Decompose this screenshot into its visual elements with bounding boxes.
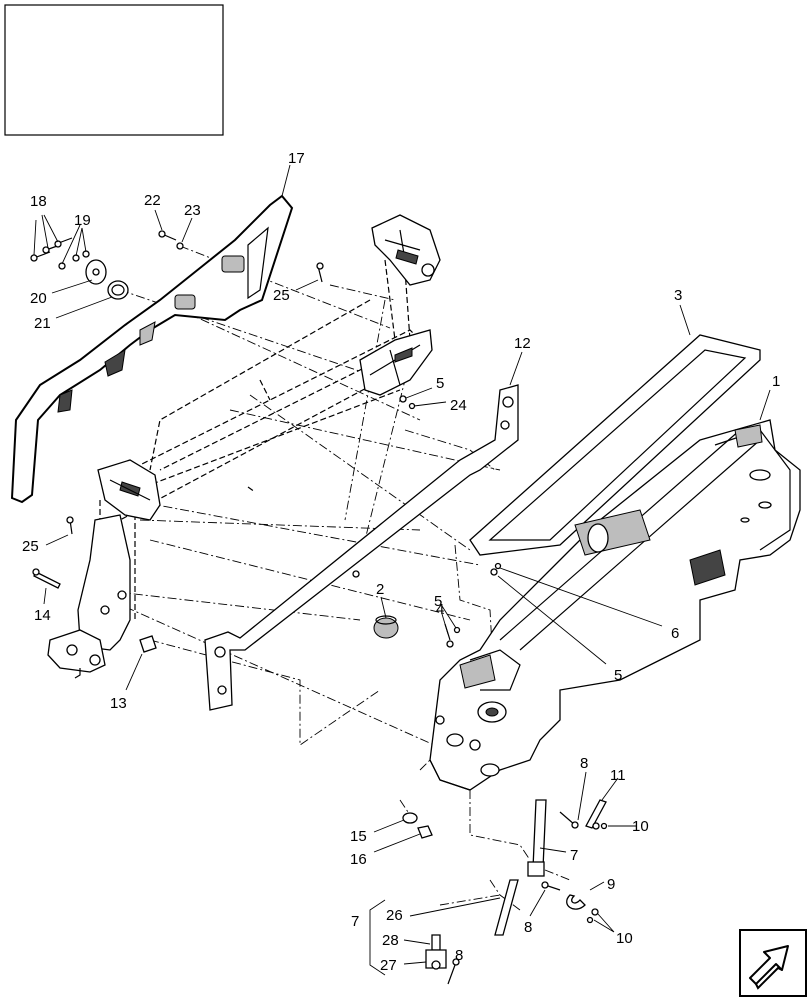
callout-28: 28 <box>382 932 399 949</box>
callout-15: 15 <box>350 828 367 845</box>
callout-4: 4 <box>436 601 444 618</box>
callout-6: 6 <box>671 625 679 642</box>
callout-5-upper: 5 <box>436 375 444 392</box>
callout-7-lower: 7 <box>351 913 359 930</box>
callout-1: 1 <box>772 373 780 390</box>
callout-8-lower: 8 <box>455 947 463 964</box>
callout-21: 21 <box>34 315 51 332</box>
callout-8-middle: 8 <box>524 919 532 936</box>
callout-8-upper: 8 <box>580 755 588 772</box>
callout-25-lower: 25 <box>22 538 39 555</box>
callout-23: 23 <box>184 202 201 219</box>
callout-17: 17 <box>288 150 305 167</box>
middle-hinge <box>359 329 433 396</box>
callout-11: 11 <box>610 767 626 784</box>
part-17-bracket-bar <box>10 194 294 504</box>
callout-26: 26 <box>386 907 403 924</box>
callout-labels: 1 2 3 4 5 5 5 6 7 7 8 8 8 9 10 10 11 12 … <box>22 150 780 974</box>
callout-22: 22 <box>144 192 161 209</box>
part-3-cover-plate <box>469 334 761 556</box>
forward-arrow-icon[interactable] <box>739 929 807 997</box>
callout-13: 13 <box>110 695 127 712</box>
title-box <box>4 4 224 136</box>
callout-5-arm: 5 <box>614 667 622 684</box>
callout-25-upper: 25 <box>273 287 290 304</box>
callout-5-middle: 5 <box>434 593 442 610</box>
lower-left-leg <box>47 514 131 679</box>
callout-19: 19 <box>74 212 91 229</box>
callout-7-right: 7 <box>570 847 578 864</box>
callout-10-upper: 10 <box>632 818 649 835</box>
callout-12: 12 <box>514 335 531 352</box>
callout-10-lower: 10 <box>616 930 633 947</box>
part-1-main-arm <box>429 419 801 791</box>
callout-3: 3 <box>674 287 682 304</box>
callout-2: 2 <box>376 581 384 598</box>
callout-20: 20 <box>30 290 47 307</box>
callout-18: 18 <box>30 193 47 210</box>
callout-14: 14 <box>34 607 51 624</box>
callout-16: 16 <box>350 851 367 868</box>
part-12-side-plate <box>204 384 519 711</box>
callout-24: 24 <box>450 397 467 414</box>
callout-27: 27 <box>380 957 397 974</box>
leader-lines <box>33 164 771 965</box>
upper-hinge <box>371 214 441 286</box>
callout-9: 9 <box>607 876 615 893</box>
small-parts <box>30 230 608 985</box>
lower-left-hinge <box>97 459 161 521</box>
